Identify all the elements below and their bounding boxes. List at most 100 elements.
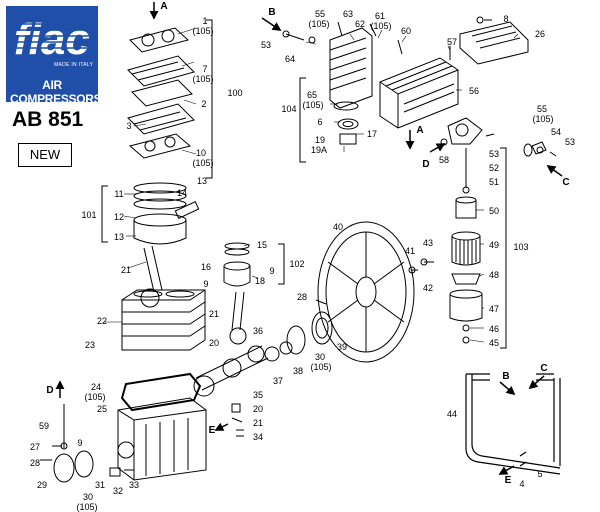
- part-label: 64: [284, 54, 295, 64]
- gasket-65: [333, 101, 359, 145]
- part-label: 55: [314, 9, 325, 19]
- part-label: 23: [84, 340, 95, 350]
- part-label: 9: [77, 438, 83, 448]
- part-label: 10: [195, 148, 206, 158]
- part-label: 12: [113, 212, 124, 222]
- brand-name: AIR COMPRESSORS: [10, 78, 102, 106]
- arrow-letter-b: B: [268, 7, 276, 18]
- gasket-2: [131, 79, 193, 107]
- arrow-letter-c: C: [562, 177, 570, 188]
- part-label: 21: [208, 309, 219, 319]
- model-title: AB 851: [12, 108, 84, 131]
- part-label: 100: [227, 88, 243, 98]
- part-label: 22: [96, 316, 107, 326]
- part-label: 30: [82, 492, 93, 502]
- part-label: 26: [534, 29, 545, 39]
- part-label: 43: [422, 238, 433, 248]
- part-label: 11: [114, 189, 124, 199]
- part-label: 4: [519, 479, 525, 489]
- cylinder-head-56: [379, 57, 459, 129]
- part-label: (105): [302, 100, 324, 110]
- part-label: 20: [252, 404, 263, 414]
- part-label: 40: [332, 222, 343, 232]
- arrow-letter-d: D: [422, 159, 430, 170]
- part-label: 53: [488, 149, 499, 159]
- fiac-logo: fiac: [12, 15, 92, 62]
- part-label: 16: [200, 262, 211, 272]
- part-label: (105): [308, 19, 330, 29]
- part-label: 34: [252, 432, 263, 442]
- bracket-100: [206, 19, 213, 179]
- part-label: 58: [438, 155, 449, 165]
- gasket-24: [120, 372, 202, 412]
- part-label: 28: [296, 292, 307, 302]
- piston-rings-11: [133, 182, 187, 210]
- part-label: (105): [370, 21, 392, 31]
- part-label: 1: [202, 16, 208, 26]
- part-label: (105): [192, 26, 214, 36]
- part-label: 48: [488, 270, 499, 280]
- part-label: 39: [336, 342, 347, 352]
- conrod-21-left: [140, 245, 163, 308]
- small-piston-group: [223, 242, 251, 345]
- part-label: 17: [366, 129, 377, 139]
- flywheel-40: [317, 221, 415, 363]
- part-label: 19: [314, 135, 325, 145]
- gasket-1: [129, 27, 190, 53]
- part-label: 65: [306, 90, 317, 100]
- part-label: 52: [488, 163, 499, 173]
- part-label: 47: [488, 304, 499, 314]
- part-label: 44: [446, 409, 457, 419]
- part-label: 36: [252, 326, 263, 336]
- arrow-letter-e: E: [208, 425, 216, 436]
- brand-logo-panel: fiac MADE IN ITALY AIR COMPRESSORS: [6, 6, 102, 106]
- part-label: 42: [422, 283, 433, 293]
- part-label: 7: [202, 64, 208, 74]
- part-label: (105): [310, 362, 332, 372]
- part-label: 3: [126, 121, 132, 131]
- part-label: 63: [342, 9, 353, 19]
- valve-plate-3: [127, 103, 195, 135]
- pipe-44: [465, 373, 561, 475]
- part-label: 31: [94, 480, 105, 490]
- part-label: 24: [90, 382, 101, 392]
- part-label: 56: [468, 86, 479, 96]
- part-label: 15: [256, 240, 267, 250]
- part-label: 37: [272, 376, 283, 386]
- gasket-10: [128, 133, 192, 159]
- bracket-104: [299, 77, 306, 163]
- cylinder-head-62: [329, 27, 373, 109]
- valve-plate-7: [127, 55, 195, 87]
- fiac-logo-text: fiac: [14, 15, 90, 62]
- pin-14: [174, 201, 200, 219]
- part-label: 33: [128, 480, 139, 490]
- part-label: 13: [196, 176, 207, 186]
- part-label: 49: [488, 240, 499, 250]
- piston-12: [133, 213, 187, 245]
- valve-assembly-52: [440, 117, 495, 194]
- part-label: 5: [537, 469, 543, 479]
- brand-tagline: MADE IN ITALY: [54, 62, 94, 68]
- cylinder-block-22: [121, 289, 206, 351]
- part-label: (105): [76, 502, 98, 512]
- arrow-letter-c: C: [540, 363, 548, 374]
- part-label: 62: [354, 19, 365, 29]
- cover-26: [459, 21, 529, 65]
- part-label: 21: [252, 418, 263, 428]
- part-label: 8: [503, 14, 509, 24]
- part-label: 103: [513, 242, 529, 252]
- dipstick-59: [60, 404, 68, 450]
- part-label: 14: [176, 188, 187, 198]
- plug-parts-left: [40, 445, 134, 483]
- part-label: 101: [81, 210, 97, 220]
- part-label: 6: [317, 117, 323, 127]
- part-label: 25: [96, 404, 107, 414]
- part-label: 28: [29, 458, 40, 468]
- bracket-103: [500, 147, 507, 349]
- small-bolts-right: [315, 258, 434, 305]
- filter-stack-103: [449, 196, 483, 344]
- part-label: 51: [488, 177, 499, 187]
- arrow-letter-a: A: [416, 125, 424, 136]
- part-label: 41: [404, 246, 415, 256]
